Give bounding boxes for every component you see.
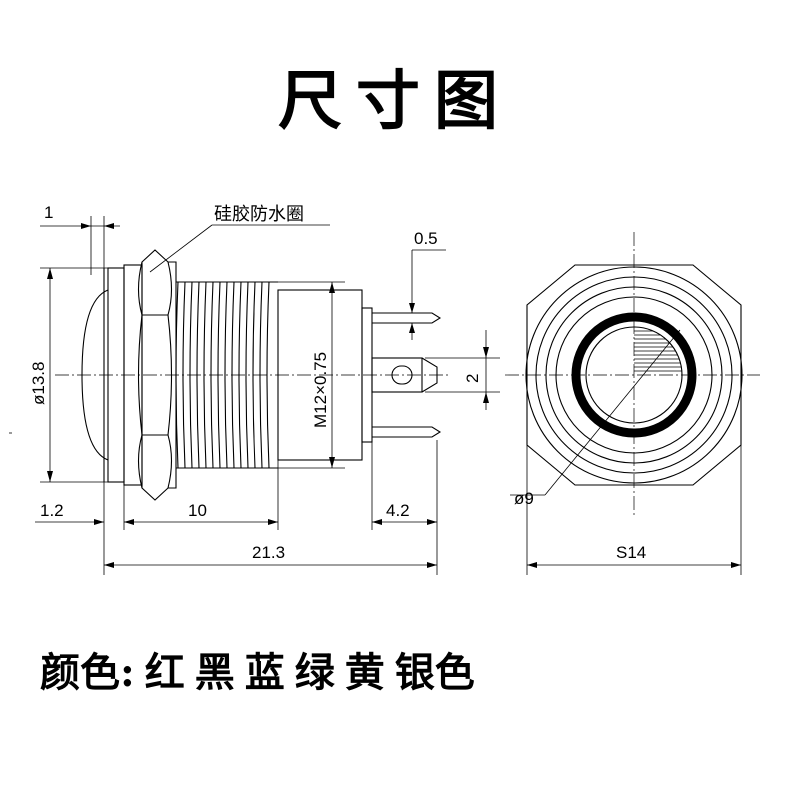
thread-line [245, 281, 249, 469]
ring-4 [555, 296, 713, 454]
colors-line: 颜色:红黑蓝绿黄银色 [40, 640, 475, 698]
pin-top [372, 312, 442, 324]
dim-label-2: 2 [463, 374, 482, 383]
dim-label-thread: M12×0.75 [311, 352, 330, 428]
dim-label-1-2: 1.2 [40, 501, 64, 520]
color-blue: 蓝 [244, 649, 285, 696]
thread-line [259, 281, 263, 469]
thread-line [231, 281, 235, 469]
ring-2 [535, 276, 733, 474]
dim-label-0-5: 0.5 [414, 229, 438, 248]
color-silver: 银色 [394, 649, 475, 696]
thread-line [252, 281, 256, 469]
thread-line [238, 281, 242, 469]
thread-line [182, 281, 186, 469]
color-black: 黑 [194, 649, 235, 696]
ring-outer [525, 266, 743, 484]
page-title: 尺寸图 [278, 64, 512, 139]
dome-cap [81, 289, 109, 461]
thread-line [224, 281, 228, 469]
pin-center-slot [391, 365, 413, 385]
dim-label-1: 1 [44, 203, 53, 222]
color-green: 绿 [294, 649, 335, 696]
dim-label-s14: S14 [616, 543, 646, 562]
ring-3 [545, 286, 723, 464]
dim-label-21-3: 21.3 [252, 543, 285, 562]
thread-line [196, 281, 200, 469]
dim-label-4-2: 4.2 [386, 501, 410, 520]
thread-line [266, 281, 270, 469]
dim-label-10: 10 [188, 501, 207, 520]
pin-bottom [372, 426, 442, 438]
side-view: 1 硅胶防水圈 0.5 ø13.8 M12×0.75 2 [29, 203, 500, 575]
thread-line [189, 281, 193, 469]
dim-label-13-8: ø13.8 [29, 362, 48, 405]
thread-line [210, 281, 214, 469]
hex-body [526, 264, 742, 486]
section-hatch [634, 330, 682, 372]
dim-label-phi-9: ø9 [514, 489, 534, 508]
led-ring [571, 312, 697, 438]
thread-line [217, 281, 221, 469]
seal-label: 硅胶防水圈 [214, 204, 304, 224]
hex-nut-side [137, 249, 177, 501]
threaded-body [175, 281, 270, 469]
button-face [585, 326, 683, 424]
thread-line [175, 281, 179, 469]
colors-prefix: 颜色: [40, 649, 135, 696]
pin-center [371, 357, 423, 393]
thread-line [203, 281, 207, 469]
front-view: ø9 S14 [505, 232, 760, 575]
color-yellow: 黄 [344, 649, 385, 696]
color-red: 红 [144, 649, 185, 696]
